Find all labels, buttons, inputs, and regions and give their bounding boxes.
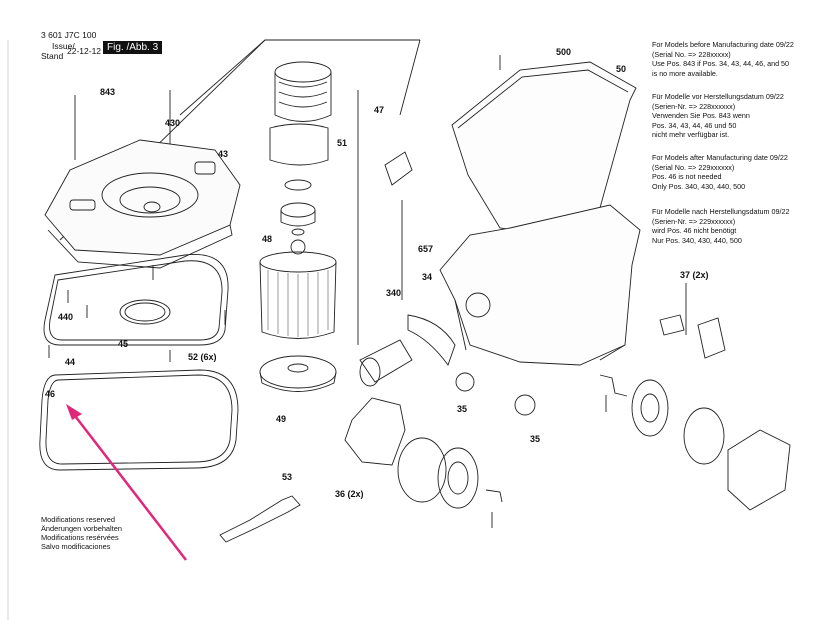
wheel-36 — [344, 379, 791, 511]
callout-43: 43 — [218, 149, 228, 159]
container-body — [439, 204, 641, 366]
issue-date: 22-12-12 — [67, 46, 102, 56]
lid-part-430 — [44, 139, 241, 269]
callout-35-right: 35 — [530, 434, 540, 444]
note-after-en: For Models after Manufacturing date 09/2… — [652, 153, 788, 191]
callouts: 843 430 43 440 44 45 46 52 (6x) 47 51 48… — [45, 47, 709, 499]
callout-53: 53 — [282, 472, 292, 482]
screws-52 — [48, 265, 226, 362]
caster-35 — [455, 372, 536, 416]
key-53 — [219, 495, 301, 543]
issue-label: Issue/ — [52, 41, 75, 51]
cover-34 — [407, 314, 456, 366]
note-after-de: Für Modelle nach Herstellungsdatum 09/22… — [652, 207, 790, 245]
sleeve-51 — [269, 123, 329, 166]
callout-49: 49 — [276, 414, 286, 424]
callout-45: 45 — [118, 339, 128, 349]
callout-46: 46 — [45, 389, 55, 399]
callout-52: 52 (6x) — [188, 352, 217, 362]
latch-340 — [384, 151, 413, 186]
callout-44: 44 — [65, 357, 75, 367]
figure-label: Fig. /Abb. 3 — [103, 41, 163, 54]
callout-34: 34 — [422, 272, 432, 282]
callout-36: 36 (2x) — [335, 489, 364, 499]
callout-37: 37 (2x) — [680, 270, 709, 280]
filter-48 — [259, 239, 337, 339]
callout-430: 430 — [165, 118, 180, 128]
callout-440: 440 — [58, 312, 73, 322]
seal-46 — [39, 369, 239, 471]
latch-37 — [659, 283, 726, 359]
callout-47: 47 — [374, 105, 384, 115]
callout-50: 50 — [616, 64, 626, 74]
highlight-arrow — [66, 404, 187, 561]
callout-35-left: 35 — [457, 404, 467, 414]
document-number: 3 601 J7C 100 — [41, 30, 97, 40]
ring-45 — [119, 299, 171, 325]
callout-48: 48 — [262, 234, 272, 244]
note-before-en: For Models before Manufacturing date 09/… — [652, 40, 794, 78]
callout-500: 500 — [556, 47, 571, 57]
callout-340: 340 — [386, 288, 401, 298]
stand-label: Stand — [41, 51, 64, 61]
callout-51: 51 — [337, 138, 347, 148]
bowl-500 — [451, 61, 637, 237]
callout-657: 657 — [418, 244, 433, 254]
gasket-440 — [43, 253, 229, 346]
filter-cage-47 — [274, 61, 359, 345]
callout-843: 843 — [100, 87, 115, 97]
note-before-de: Für Modelle vor Herstellungsdatum 09/22(… — [652, 92, 784, 140]
nozzle — [359, 339, 413, 383]
